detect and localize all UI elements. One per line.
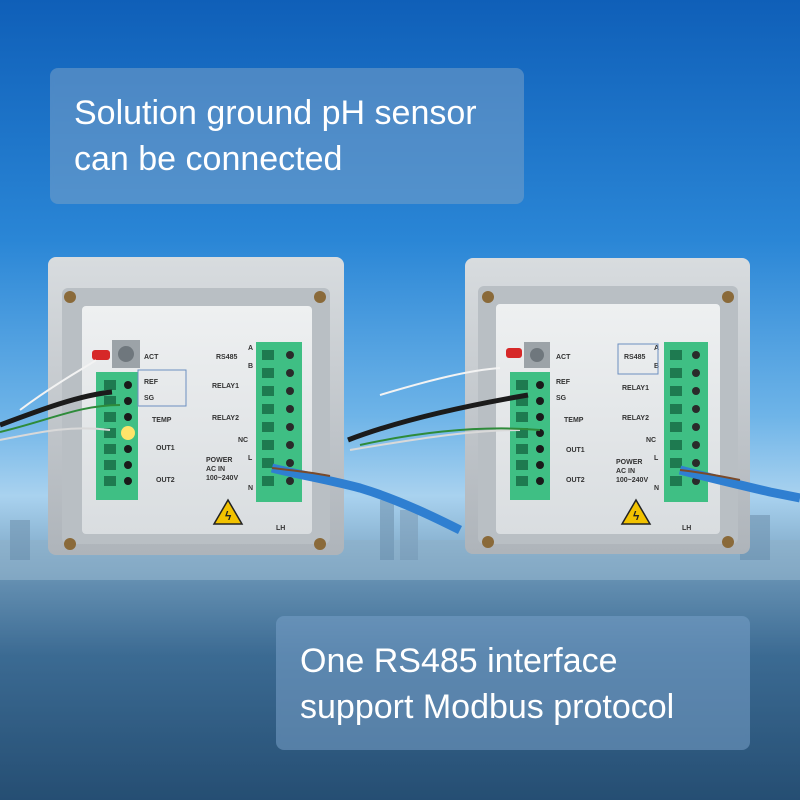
left-controller-housing: ACT REF SG TEMP OUT1 OUT2 RS485 A B RELA… xyxy=(0,257,463,555)
callout-bottom-line1: One RS485 interface xyxy=(300,642,618,680)
screw-icon xyxy=(722,291,734,303)
label-acin: AC IN xyxy=(616,468,635,475)
callout-bottom: One RS485 interface support Modbus proto… xyxy=(276,616,750,750)
svg-text:ϟ: ϟ xyxy=(633,509,640,523)
label-sg: SG xyxy=(556,395,567,402)
label-a: A xyxy=(248,345,253,352)
callout-top-line2: can be connected xyxy=(74,140,343,178)
screw-icon xyxy=(314,291,326,303)
label-out2: OUT2 xyxy=(156,477,175,484)
label-n: N xyxy=(248,485,253,492)
label-out2: OUT2 xyxy=(566,477,585,484)
label-voltage: 100~240V xyxy=(206,475,238,482)
label-relay2: RELAY2 xyxy=(212,415,239,422)
label-temp: TEMP xyxy=(564,417,584,424)
right-controller-housing: ACT REF SG TEMP OUT1 OUT2 RS485 A B RELA… xyxy=(347,258,800,554)
callout-bottom-line2: support Modbus protocol xyxy=(300,688,675,726)
label-sg: SG xyxy=(144,395,155,402)
label-n: N xyxy=(654,485,659,492)
label-nc: NC xyxy=(646,437,656,444)
label-l: L xyxy=(654,455,659,462)
label-act: ACT xyxy=(144,354,159,361)
warning-icon: ϟ xyxy=(620,498,652,525)
screw-icon xyxy=(722,536,734,548)
label-rs485: RS485 xyxy=(624,354,646,361)
svg-text:ϟ: ϟ xyxy=(225,509,232,523)
label-voltage: 100~240V xyxy=(616,477,648,484)
label-relay1: RELAY1 xyxy=(622,385,649,392)
label-power: POWER xyxy=(206,457,232,464)
label-temp: TEMP xyxy=(152,417,172,424)
screw-icon xyxy=(64,291,76,303)
label-relay2: RELAY2 xyxy=(622,415,649,422)
label-lh: LH xyxy=(682,525,691,532)
screw-icon xyxy=(482,536,494,548)
warning-icon: ϟ xyxy=(212,498,244,525)
screw-icon xyxy=(482,291,494,303)
label-out1: OUT1 xyxy=(566,447,585,454)
label-a: A xyxy=(654,345,659,352)
label-nc: NC xyxy=(238,437,248,444)
callout-top-line1: Solution ground pH sensor xyxy=(74,94,477,132)
label-l: L xyxy=(248,455,253,462)
label-rs485: RS485 xyxy=(216,354,238,361)
label-out1: OUT1 xyxy=(156,445,175,452)
label-b: B xyxy=(654,363,659,370)
label-acin: AC IN xyxy=(206,466,225,473)
label-b: B xyxy=(248,363,253,370)
label-act: ACT xyxy=(556,354,571,361)
label-ref: REF xyxy=(144,379,159,386)
label-relay1: RELAY1 xyxy=(212,383,239,390)
callout-top: Solution ground pH sensor can be connect… xyxy=(50,68,524,204)
screw-icon xyxy=(64,538,76,550)
label-power: POWER xyxy=(616,459,642,466)
label-ref: REF xyxy=(556,379,571,386)
label-lh: LH xyxy=(276,525,285,532)
screw-icon xyxy=(314,538,326,550)
